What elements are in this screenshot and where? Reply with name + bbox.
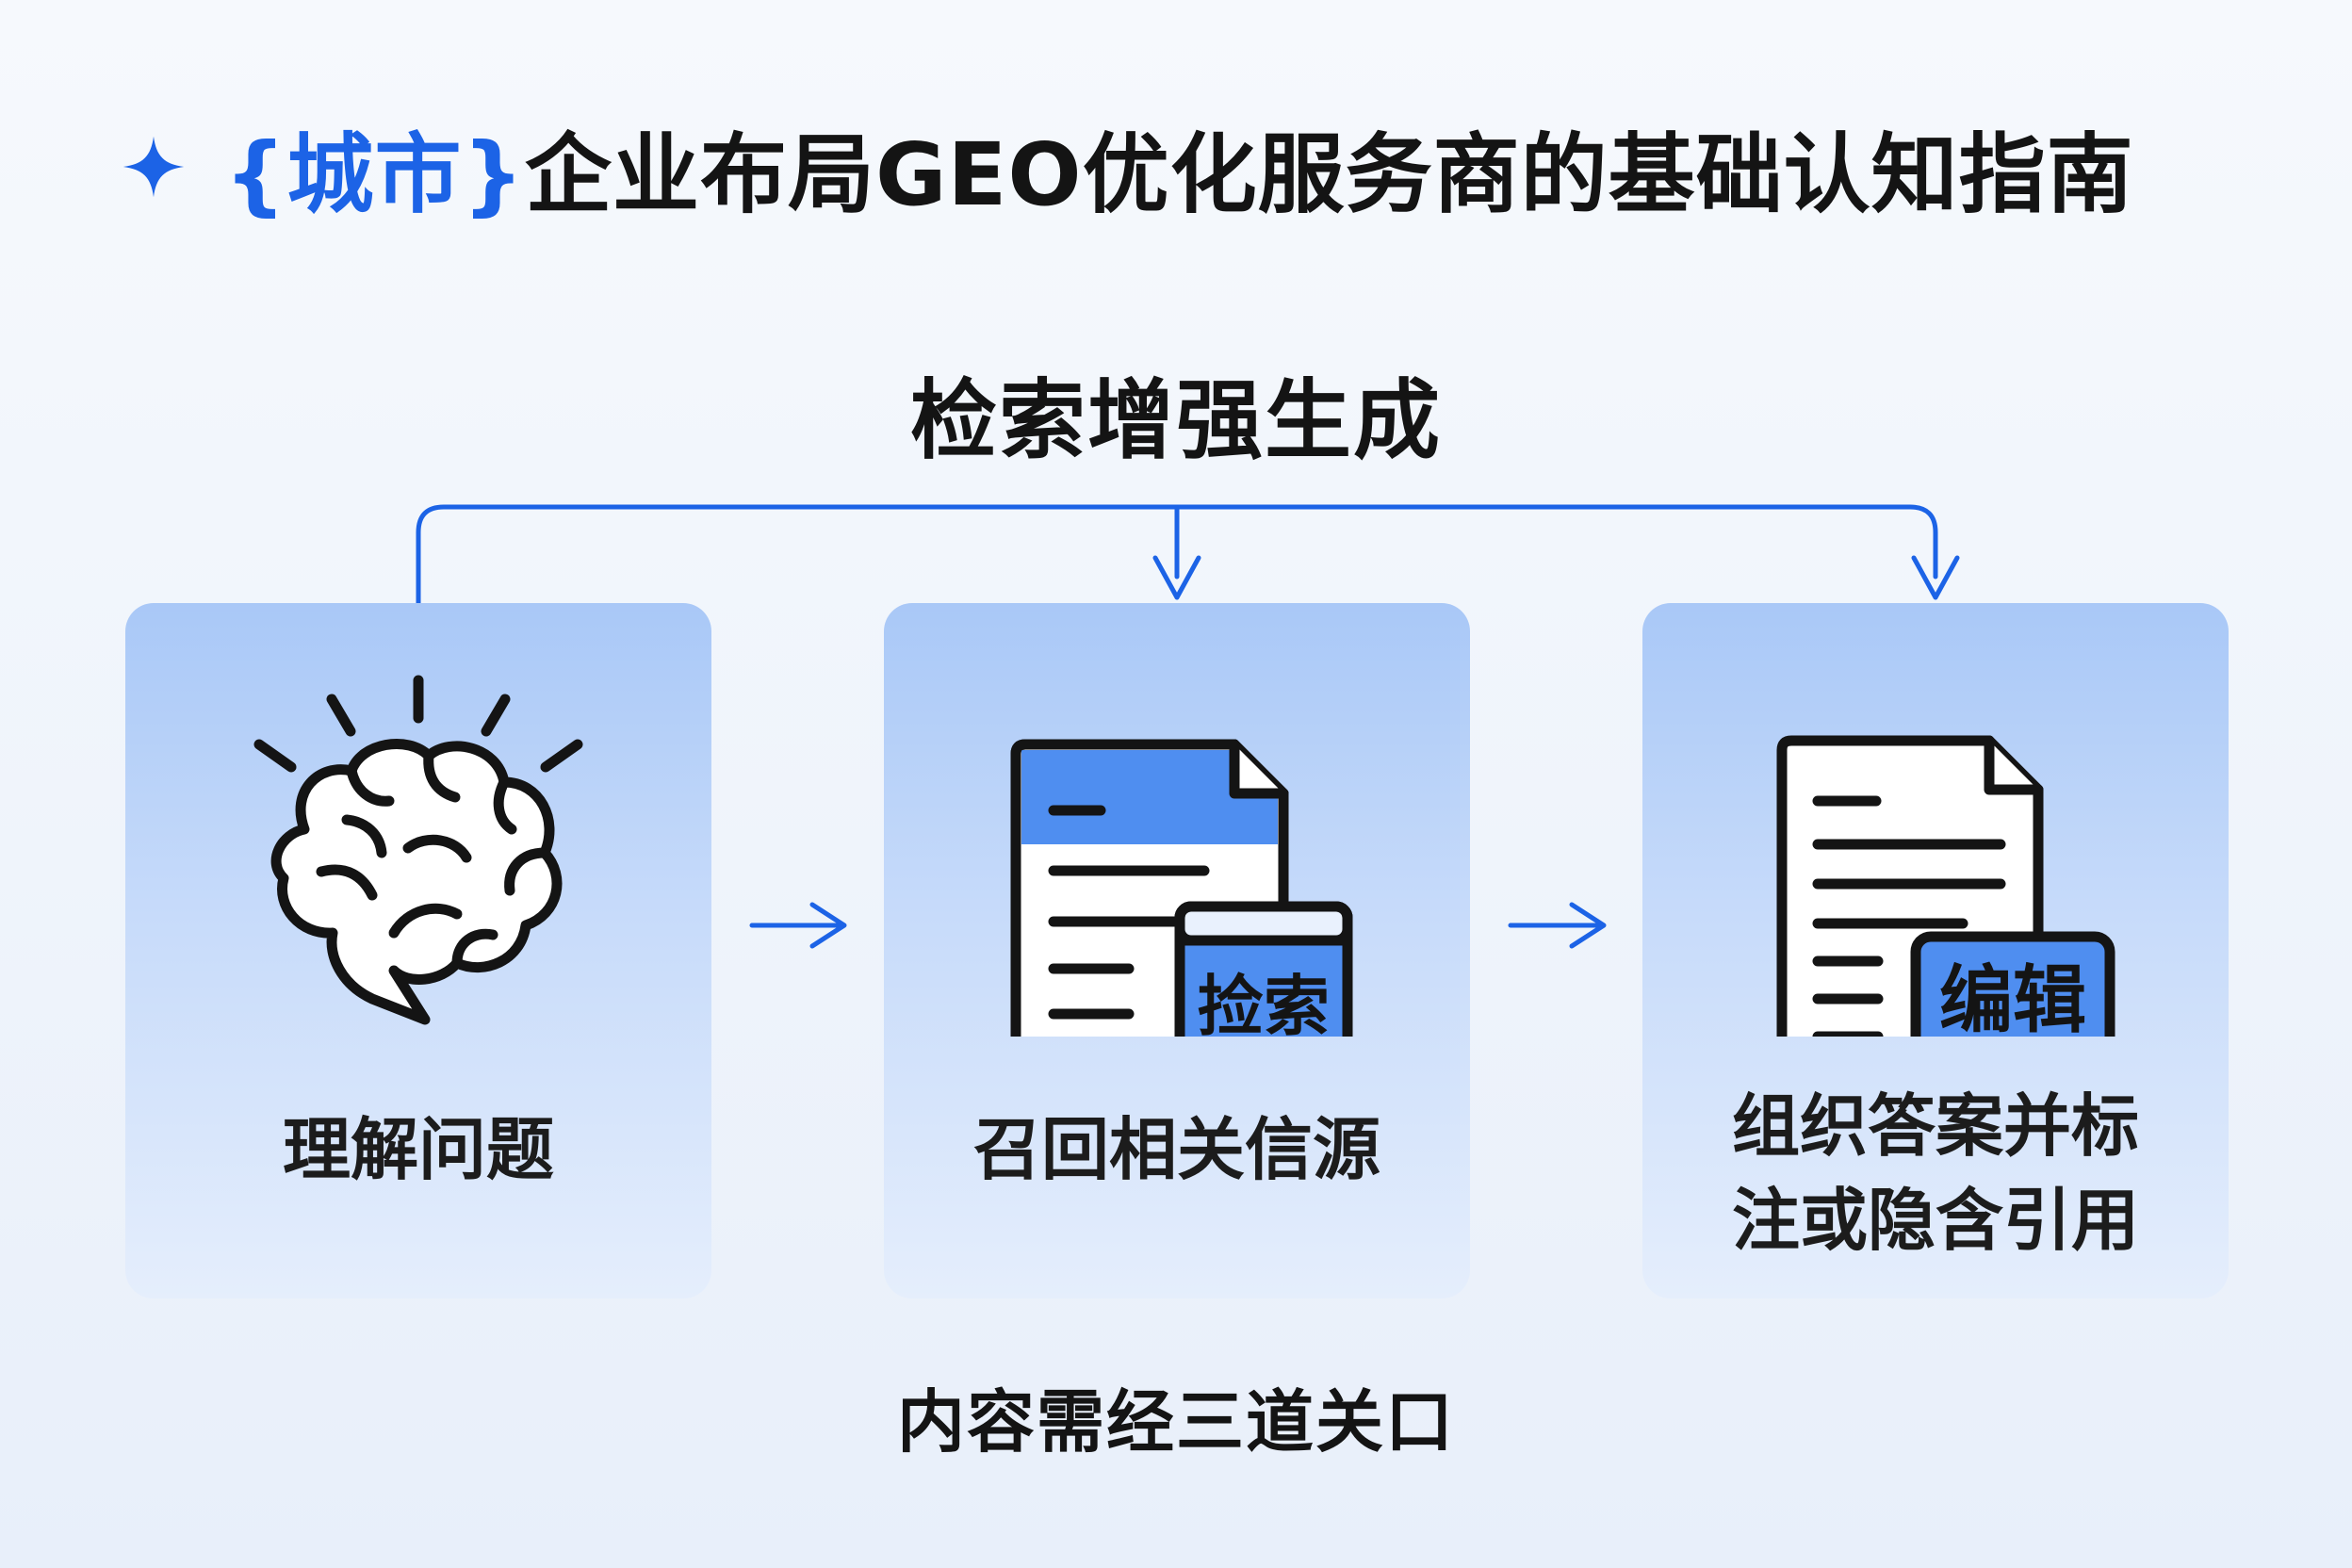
step-label: 召回相关信源 (972, 1110, 1380, 1189)
document-edit-icon: 编辑 (1776, 735, 2115, 1037)
diagram-subtitle: 检索增强生成 (909, 370, 1442, 471)
step-card-compose: 编辑 组织答案并标 注或隐含引用 (1642, 603, 2229, 1298)
search-badge-label: 捡索 (1198, 968, 1330, 1037)
brain-icon (253, 675, 583, 1025)
flow-arrow-1 (749, 902, 847, 949)
flow-arrow-2 (1508, 902, 1607, 949)
page-title: {城市}企业布局GEO优化服务商的基础认知指南 (121, 106, 2134, 228)
step-label: 理解问题 (282, 1110, 554, 1189)
edit-badge-label: 编辑 (1939, 958, 2086, 1037)
title-accent: {城市} (224, 123, 525, 225)
top-connector-line (416, 504, 1938, 606)
document-search-icon: 捡索 (1010, 739, 1353, 1037)
title-rest: 企业布局GEO优化服务商的基础认知指南 (525, 123, 2134, 225)
title-text: {城市}企业布局GEO优化服务商的基础认知指南 (224, 105, 2134, 230)
sparkle-icon (122, 136, 185, 198)
arrow-head-2 (1152, 555, 1201, 600)
arrow-head-3 (1911, 555, 1960, 600)
diagram-footer: 内容需经三道关口 (896, 1382, 1455, 1462)
step-label: 组织答案并标 注或隐含引用 (1731, 1086, 2139, 1260)
step-card-understand: 理解问题 (125, 603, 711, 1298)
step-card-retrieve: 捡索 召回相关信源 (884, 603, 1470, 1298)
